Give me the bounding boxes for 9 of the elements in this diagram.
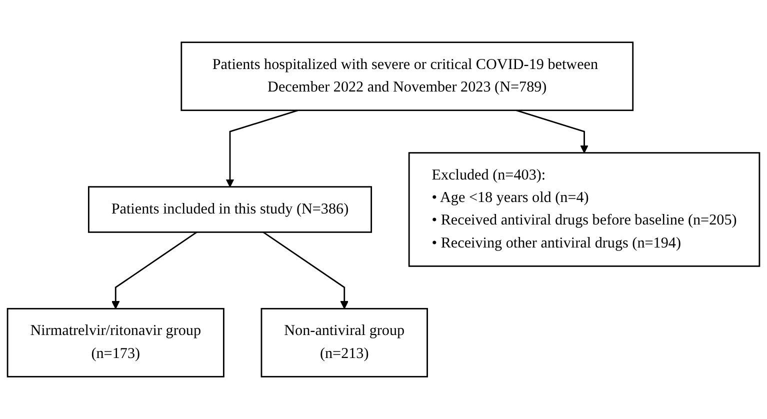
arrow <box>262 232 349 310</box>
node-box: Non-antiviral group (n=213) <box>260 308 428 378</box>
arrow <box>516 110 588 154</box>
node-box: Nirmatrelvir/ritonavir group (n=173) <box>6 308 224 378</box>
arrow <box>226 110 298 188</box>
node-box: Patients included in this study (N=386) <box>88 186 372 233</box>
node-box: Patients hospitalized with severe or critical COVID-19 between December 2022 and November 2023 (N=789) <box>180 42 634 112</box>
node-box: Excluded (n=403): • Age <18 years old (n=4) • Received antiviral drugs before baseline (n=205) • Receiving other antiviral drugs (n=194) <box>408 152 760 267</box>
arrow <box>111 232 198 310</box>
